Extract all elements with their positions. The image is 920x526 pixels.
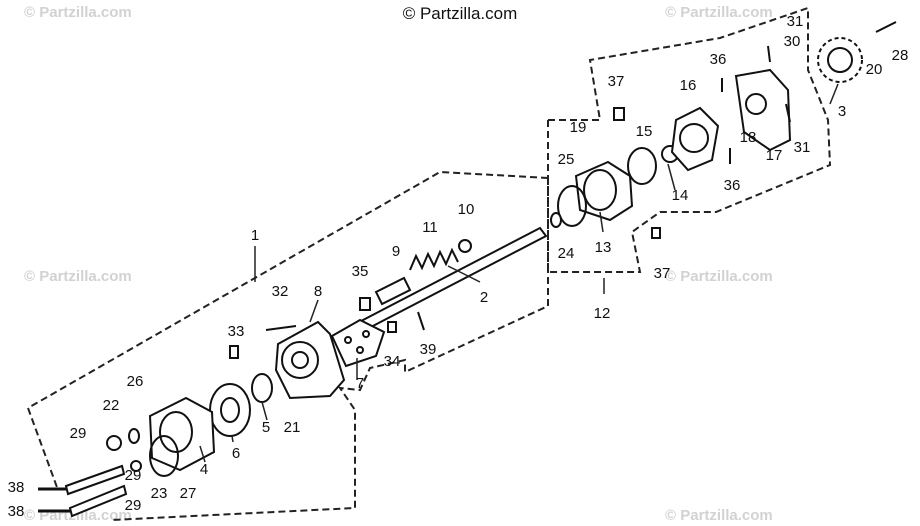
callout-22: 22 [103,397,120,414]
bolt-part-31 [767,45,791,123]
callout-39: 39 [420,341,437,358]
callout-35: 35 [352,263,369,280]
callout-30: 30 [784,33,801,50]
rotor-part-5 [251,373,273,403]
callout-27: 27 [180,485,197,502]
watermark: © Partzilla.com [665,4,773,21]
callout-29: 29 [70,425,87,442]
callout-5: 5 [262,419,270,436]
callout-7: 7 [356,375,364,392]
copyright-notice: © Partzilla.com [402,4,518,23]
callout-12: 12 [594,305,611,322]
leader-lines [199,83,839,463]
callout-23: 23 [151,485,168,502]
callout-37: 37 [608,73,625,90]
pin-part-33 [229,345,239,359]
bolt-part-37 [613,107,661,239]
washer-part-24 [550,212,562,228]
callout-26: 26 [127,373,144,390]
callout-21: 21 [284,419,301,436]
callout-6: 6 [232,445,240,462]
assembly-boundary-1 [26,170,549,521]
watermark: © Partzilla.com [24,4,132,21]
callout-31: 31 [787,13,804,30]
rotor-part-15 [627,147,657,185]
callout-37: 37 [654,265,671,282]
callout-4: 4 [200,461,208,478]
callout-14: 14 [672,187,689,204]
spring-part-11 [409,247,459,271]
callout-36: 36 [710,51,727,68]
callout-34: 34 [384,353,401,370]
callout-20: 20 [866,61,883,78]
callout-8: 8 [314,283,322,300]
oring-part-27 [149,435,179,477]
callout-33: 33 [228,323,245,340]
pin-part-36 [721,78,731,164]
callout-28: 28 [892,47,909,64]
callout-1: 1 [251,227,259,244]
callout-31: 31 [794,139,811,156]
watermark: © Partzilla.com [665,507,773,524]
callout-29: 29 [125,467,142,484]
plate-part-7 [330,318,386,368]
pin-part-39 [417,311,425,331]
callout-36: 36 [724,177,741,194]
callout-18: 18 [740,129,757,146]
watermark: © Partzilla.com [24,268,132,285]
callout-10: 10 [458,201,475,218]
callout-32: 32 [272,283,289,300]
washer-part-22 [106,435,122,451]
bolt-part-29 [64,464,128,518]
pin-part-32 [265,325,297,331]
pin-part-35 [359,297,371,311]
assembly-boundary-12 [547,6,832,273]
callout-11: 11 [422,219,438,236]
callout-13: 13 [595,239,612,256]
callout-9: 9 [392,243,400,260]
callout-16: 16 [680,77,697,94]
callout-15: 15 [636,123,653,140]
washer-part-26 [128,428,140,444]
callout-24: 24 [558,245,575,262]
callout-19: 19 [570,119,587,136]
callout-25: 25 [558,151,575,168]
shaft-part-2 [338,226,548,342]
rotor-part-6 [209,383,251,437]
callout-17: 17 [766,147,783,164]
callout-29: 29 [125,497,142,514]
pin-part-34 [387,321,397,333]
bolt-part-38 [38,487,70,513]
cover-part-17 [734,68,792,152]
pump-body-part-8 [274,320,346,400]
washer-part-23 [130,460,142,472]
callout-38: 38 [8,479,25,496]
callout-2: 2 [480,289,488,306]
plate-part-16 [670,106,720,172]
washer-part-10 [458,239,472,253]
callout-layer: 1234567891011121314151617181920212223242… [8,13,909,520]
pump-housing-part-13 [574,160,634,222]
pin-part-9 [374,276,412,306]
cover-part-4 [148,396,216,472]
bolt-part-28 [875,21,897,33]
watermark: © Partzilla.com [665,268,773,285]
callout-3: 3 [838,103,846,120]
oring-part-25 [557,185,587,227]
sprocket-part-3 [817,37,863,83]
callout-38: 38 [8,503,25,520]
